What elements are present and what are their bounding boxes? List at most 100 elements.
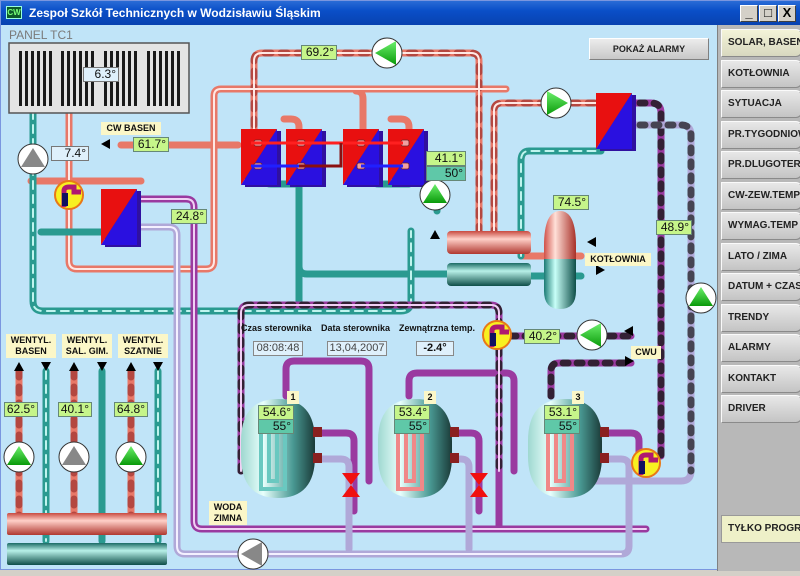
solar-panel-temp: 6.3°: [83, 67, 119, 82]
minimize-button[interactable]: _: [740, 5, 758, 22]
cwu-mixing-valve[interactable]: [482, 320, 512, 350]
nav-button-wymag-temp[interactable]: WYMAG.TEMP: [721, 212, 800, 240]
nav-button-kot-ownia[interactable]: KOTŁOWNIA: [721, 59, 800, 88]
tank-2-number: 2: [424, 391, 436, 404]
arrow-right-icon: [596, 265, 605, 275]
tank-1-setpoint-temp: 55°: [258, 419, 294, 434]
pump-arrow-left-icon: [241, 542, 262, 566]
panel-label: PANEL TC1: [9, 28, 73, 42]
boiler-actual-temp: 41.1°: [426, 151, 466, 166]
tank-1-actual-temp: 54.6°: [258, 405, 294, 420]
arrow-left-icon: [587, 237, 596, 247]
nav-button-pr-tygodniowy[interactable]: PR.TYGODNIOWY: [721, 120, 800, 149]
hx-secondary-temp: 24.8°: [171, 209, 207, 224]
collector-tube: [67, 51, 70, 106]
show-alarms-button[interactable]: POKAŻ ALARMY: [589, 38, 709, 60]
maximize-button[interactable]: □: [759, 5, 777, 22]
solar-return-temp: 7.4°: [51, 146, 89, 161]
controller-time-label: Czas sterownika: [241, 323, 312, 333]
solar-heat-exchanger: [101, 189, 141, 247]
flow-arrows: [14, 139, 634, 371]
boiler-setpoint-temp: 50°: [426, 166, 466, 181]
collector-tube: [19, 51, 22, 106]
arrow-up-icon: [69, 362, 79, 371]
pump-solar-return[interactable]: [17, 143, 49, 175]
tank-3-number: 3: [572, 391, 584, 404]
cw-basen-temp: 61.7°: [133, 137, 169, 152]
close-button[interactable]: X: [778, 5, 796, 22]
nav-button-cw-zew-temp[interactable]: CW-ZEW.TEMP: [721, 181, 800, 210]
boiler-headers: [447, 231, 531, 286]
side-navigation: TYŁKO PROGRAM SOLAR, BASENKOTŁOWNIASYTUA…: [717, 25, 800, 571]
arrow-left-icon: [624, 326, 633, 336]
vent-sal-gim-temp: 40.1°: [58, 402, 92, 417]
pump-arrow-up-icon: [7, 446, 31, 465]
solar-mixing-valve[interactable]: [54, 180, 84, 210]
pump-arrow-left-icon: [580, 323, 601, 347]
pump-circulation[interactable]: [237, 538, 269, 570]
boiler-heat-exchanger-2: [286, 129, 326, 187]
pump-arrow-up-icon: [21, 148, 45, 167]
title-bar: CW Zespoł Szkół Technicznych w Wodzisław…: [1, 1, 800, 25]
nav-button-solar-basen[interactable]: SOLAR, BASEN: [721, 29, 800, 57]
tank-1-valve[interactable]: [342, 473, 360, 497]
collector-tube: [159, 51, 162, 106]
dhw-heat-exchanger: [596, 93, 636, 151]
vent-szatnie-label: WENTYL.SZATNIE: [118, 334, 168, 358]
pump-dhw-loop[interactable]: [685, 282, 717, 314]
pump-arrow-up-icon: [689, 287, 713, 306]
arrow-up-icon: [14, 362, 24, 371]
nav-button-trendy[interactable]: TRENDY: [721, 303, 800, 332]
pump-arrow-left-icon: [375, 41, 396, 65]
nav-button-alarmy[interactable]: ALARMY: [721, 334, 800, 362]
pump-solar-loop[interactable]: [371, 37, 403, 69]
pump-vent-basen[interactable]: [3, 441, 35, 473]
tank-2-actual-temp: 53.4°: [394, 405, 430, 420]
boiler-heat-exchanger-3: [343, 129, 383, 187]
nav-button-driver[interactable]: DRIVER: [721, 395, 800, 423]
distribution-headers: [7, 513, 167, 565]
cwu-label: CWU: [631, 346, 661, 359]
kotlownia-label: KOTŁOWNIA: [585, 253, 651, 266]
boiler-heat-exchanger-1: [241, 129, 281, 187]
pump-vent-szatnie[interactable]: [115, 441, 147, 473]
dhw-loop-temp: 48.9°: [656, 220, 692, 235]
pump-dhw-hx[interactable]: [540, 87, 572, 119]
collector-tube: [49, 51, 52, 106]
tank-3-actual-temp: 53.1°: [544, 405, 580, 420]
collector-tube: [171, 51, 174, 106]
pump-boiler-hx[interactable]: [419, 179, 451, 211]
arrow-left-icon: [101, 139, 110, 149]
collector-tube: [61, 51, 64, 106]
collector-tube: [73, 51, 76, 106]
nav-button-kontakt[interactable]: KONTAKT: [721, 364, 800, 393]
circulation-mixing-valve[interactable]: [631, 448, 661, 478]
vent-basen-label: WENTYL.BASEN: [6, 334, 56, 358]
collector-tube: [43, 51, 46, 106]
nav-button-sytuacja[interactable]: SYTUACJA: [721, 90, 800, 118]
nav-button-pr-dlugoterm[interactable]: PR.DLUGOTERM: [721, 151, 800, 179]
collector-tube: [128, 51, 131, 106]
arrow-up-icon: [430, 230, 440, 239]
app-icon: CW: [6, 6, 22, 19]
arrow-down-icon: [41, 362, 51, 371]
solar-collector: [8, 42, 190, 114]
pump-vent-sal-gim[interactable]: [58, 441, 90, 473]
solar-supply-temp: 69.2°: [301, 45, 337, 60]
boiler-heat-exchanger-4: [388, 129, 428, 187]
outdoor-temp-label: Zewnątrzna temp.: [399, 323, 476, 333]
pump-arrow-up-icon: [62, 446, 86, 465]
tank-2-valve[interactable]: [470, 473, 488, 497]
vent-szatnie-temp: 64.8°: [114, 402, 148, 417]
heat-exchangers: [101, 93, 636, 247]
nav-button-lato-zima[interactable]: LATO / ZIMA: [721, 242, 800, 271]
process-diagram: [1, 25, 717, 571]
collector-tube: [153, 51, 156, 106]
pump-cwu[interactable]: [576, 319, 608, 351]
collector-tube: [177, 51, 180, 106]
buffer-tank-temp: 74.5°: [553, 195, 589, 210]
nav-button-datum-czas[interactable]: DATUM + CZAS: [721, 273, 800, 301]
piping-schematic: [3, 37, 717, 570]
